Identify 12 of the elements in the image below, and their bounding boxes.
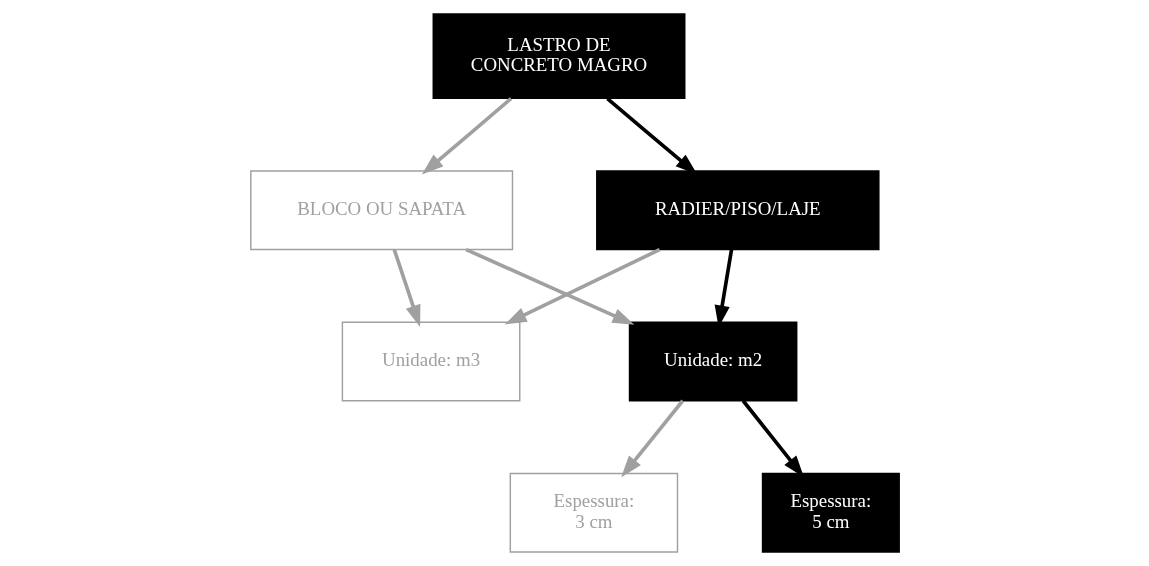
node-box: Unidade: m3 — [341, 321, 520, 402]
arrow — [392, 249, 420, 327]
arrow — [504, 247, 660, 325]
arrow — [464, 247, 634, 325]
arrow — [421, 97, 512, 175]
arrow — [620, 399, 684, 478]
node-box: Espessura: 3 cm — [509, 472, 678, 553]
node-box: RADIER/PISO/LAJE — [595, 170, 880, 251]
node-box: BLOCO OU SAPATA — [249, 170, 513, 251]
node-box: LASTRO DE CONCRETO MAGRO — [432, 13, 685, 100]
node-box: Espessura: 5 cm — [761, 472, 900, 553]
node-box: Unidade: m2 — [628, 321, 797, 402]
